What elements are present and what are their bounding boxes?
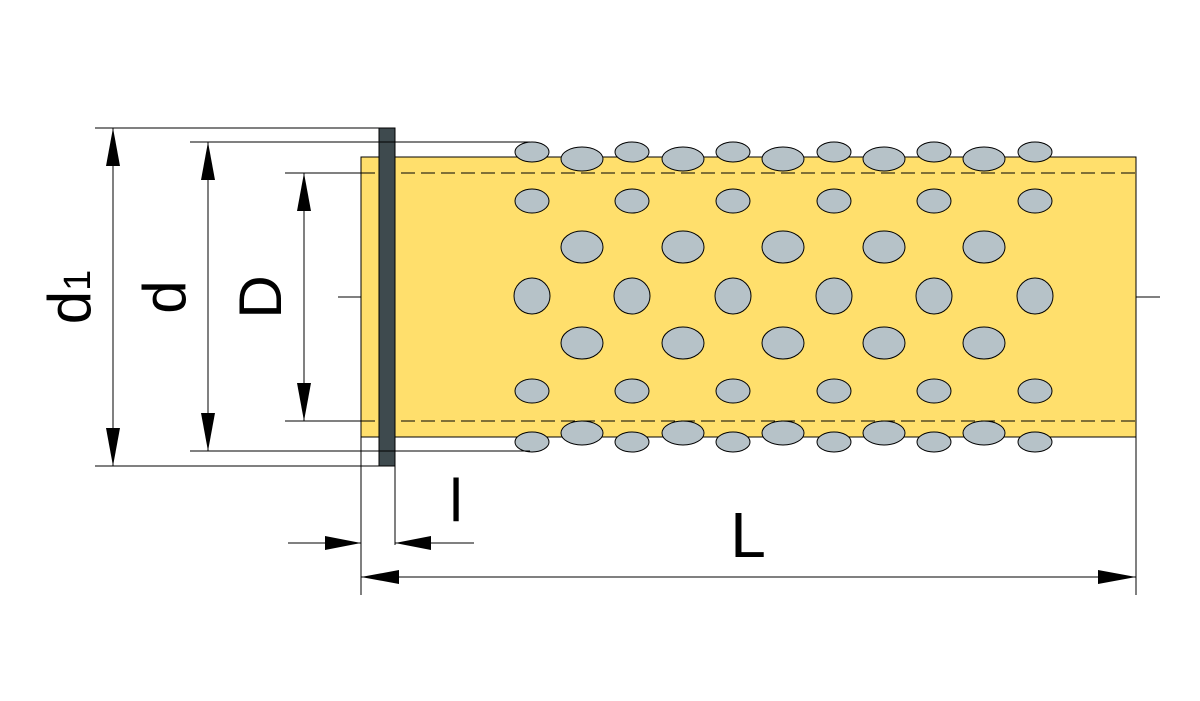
ball (816, 378, 852, 404)
ball (560, 420, 604, 446)
label-l: l (449, 467, 462, 534)
ball (715, 141, 751, 163)
ball (1017, 141, 1053, 163)
ball (916, 141, 952, 163)
dimension-D (297, 173, 311, 421)
ball (862, 326, 906, 360)
ball (514, 378, 550, 404)
ball (862, 146, 906, 172)
ball (761, 326, 805, 360)
ball (514, 188, 550, 214)
label-d: d (131, 280, 198, 313)
ball (962, 230, 1006, 264)
ball (816, 431, 852, 453)
ball (1017, 188, 1053, 214)
ball (715, 188, 751, 214)
ball (614, 188, 650, 214)
ball (862, 230, 906, 264)
ball (714, 277, 752, 315)
ball-grid (513, 141, 1054, 453)
ball (614, 378, 650, 404)
dimension-d (201, 142, 215, 451)
ball (715, 378, 751, 404)
ball (614, 431, 650, 453)
ball (962, 146, 1006, 172)
ball (761, 230, 805, 264)
ball (1017, 378, 1053, 404)
ball (761, 420, 805, 446)
ball (514, 141, 550, 163)
ball (661, 230, 705, 264)
ball (916, 431, 952, 453)
ball (862, 420, 906, 446)
ball (816, 141, 852, 163)
ball (613, 277, 651, 315)
ball (661, 326, 705, 360)
ball (661, 420, 705, 446)
flange (378, 127, 396, 467)
dimension-L (361, 570, 1136, 584)
ball (815, 277, 853, 315)
ball (614, 141, 650, 163)
ball (816, 188, 852, 214)
ball (1016, 277, 1054, 315)
extension-lines (95, 127, 1137, 595)
ball (661, 146, 705, 172)
dimension-l (288, 536, 474, 550)
label-d1: d1 (36, 270, 103, 325)
label-D: D (227, 275, 294, 318)
ball (560, 146, 604, 172)
ball (761, 146, 805, 172)
dimension-d1 (106, 128, 120, 466)
ball (560, 230, 604, 264)
ball (715, 431, 751, 453)
ball (916, 378, 952, 404)
ball (962, 420, 1006, 446)
ball (513, 277, 551, 315)
ball (915, 277, 953, 315)
ball (514, 431, 550, 453)
ball (916, 188, 952, 214)
ball (1017, 431, 1053, 453)
ball (962, 326, 1006, 360)
label-L: L (730, 499, 766, 571)
ball (560, 326, 604, 360)
